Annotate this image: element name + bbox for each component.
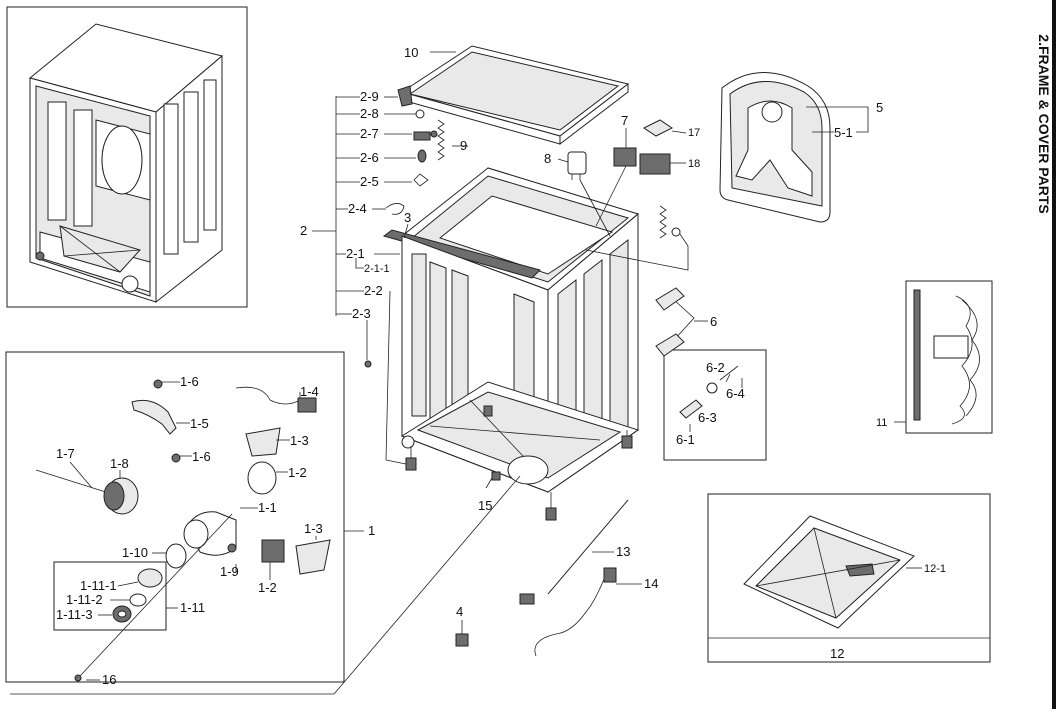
label-2-2: 2-2 xyxy=(364,283,383,298)
label-1-7: 1-7 xyxy=(56,446,75,461)
label-2-4: 2-4 xyxy=(348,201,367,216)
label-2-6: 2-6 xyxy=(360,150,379,165)
label-5-1: 5-1 xyxy=(834,125,853,140)
label-17: 17 xyxy=(688,127,700,139)
section-edge-bar xyxy=(1052,0,1056,709)
label-18: 18 xyxy=(688,158,700,170)
label-5: 5 xyxy=(876,100,883,115)
label-1-9: 1-9 xyxy=(220,564,239,579)
label-1-4: 1-4 xyxy=(300,384,319,399)
assembled-cabinet-inset xyxy=(6,6,248,308)
label-1-11-1: 1-11-1 xyxy=(80,578,117,593)
label-12: 12 xyxy=(830,646,844,661)
label-10: 10 xyxy=(404,45,418,60)
label-1-2b: 1-2 xyxy=(258,580,277,595)
label-13: 13 xyxy=(616,544,630,559)
label-6-4: 6-4 xyxy=(726,386,745,401)
label-14: 14 xyxy=(644,576,658,591)
label-9: 9 xyxy=(460,138,467,153)
leader-lines xyxy=(10,51,922,695)
label-1-11: 1-11 xyxy=(180,600,205,615)
label-1-8: 1-8 xyxy=(110,456,129,471)
section-title: 2.FRAME & COVER PARTS xyxy=(1032,6,1052,246)
label-1-2a: 1-2 xyxy=(288,465,307,480)
drain-assembly-box xyxy=(5,351,345,683)
label-1-5: 1-5 xyxy=(190,416,209,431)
section-title-text: 2.FRAME & COVER PARTS xyxy=(1036,34,1052,214)
cabinet-frame xyxy=(382,167,640,521)
label-2-1-1: 2-1-1 xyxy=(364,263,390,275)
label-11: 11 xyxy=(876,417,887,429)
label-8: 8 xyxy=(544,151,551,166)
label-6: 6 xyxy=(710,314,717,329)
label-6-1: 6-1 xyxy=(676,432,695,447)
label-7: 7 xyxy=(621,113,628,128)
label-2-1: 2-1 xyxy=(346,246,365,261)
label-1-3b: 1-3 xyxy=(304,521,323,536)
label-3: 3 xyxy=(404,210,411,225)
label-2: 2 xyxy=(300,223,307,238)
label-16: 16 xyxy=(102,672,116,687)
callout-labels: 10 2-9 2-8 2-7 2-6 2-5 2-4 2 2-1 2-1-1 2… xyxy=(56,45,946,687)
label-4: 4 xyxy=(456,604,463,619)
label-6-2: 6-2 xyxy=(706,360,725,375)
top-cover xyxy=(400,45,630,146)
label-2-7: 2-7 xyxy=(360,126,379,141)
label-1-11-2: 1-11-2 xyxy=(66,592,103,607)
label-6-3: 6-3 xyxy=(698,410,717,425)
wire-harness xyxy=(905,280,993,434)
electrical-parts xyxy=(567,119,681,239)
label-1-6a: 1-6 xyxy=(180,374,199,389)
label-1-10: 1-10 xyxy=(122,545,148,560)
label-15: 15 xyxy=(478,498,492,513)
label-2-5: 2-5 xyxy=(360,174,379,189)
label-1-1: 1-1 xyxy=(258,500,277,515)
label-1-6b: 1-6 xyxy=(192,449,211,464)
rear-panel-5 xyxy=(719,72,831,223)
label-2-3: 2-3 xyxy=(352,306,371,321)
label-2-8: 2-8 xyxy=(360,106,379,121)
base-plate xyxy=(707,493,991,663)
label-1-11-3: 1-11-3 xyxy=(56,607,93,622)
label-1: 1 xyxy=(368,523,375,538)
label-12-1: 12-1 xyxy=(924,563,946,575)
label-1-3a: 1-3 xyxy=(290,433,309,448)
label-2-9: 2-9 xyxy=(360,89,379,104)
